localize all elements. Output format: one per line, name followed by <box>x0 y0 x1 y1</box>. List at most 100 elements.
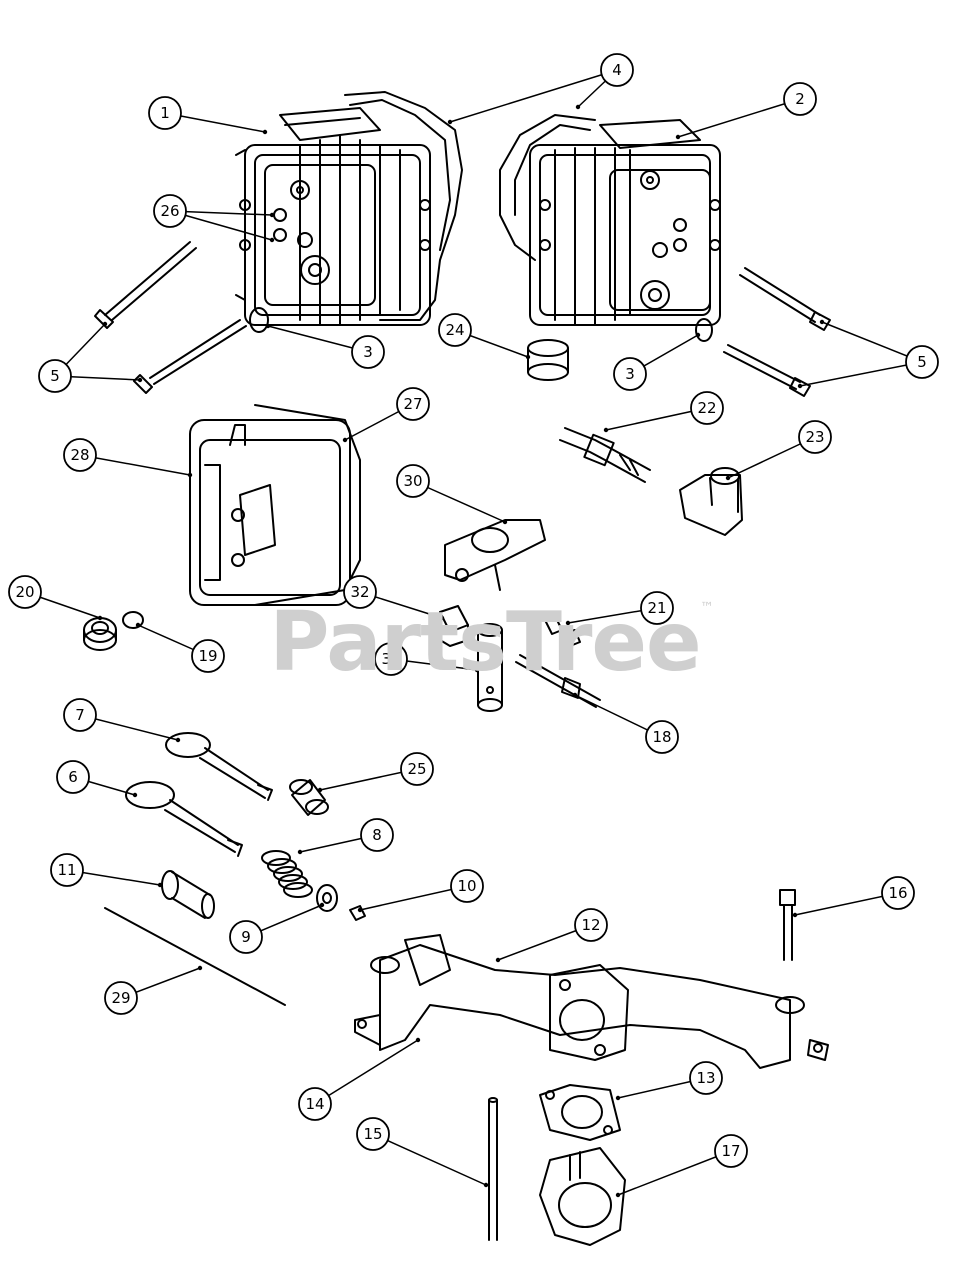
callout-15: 15 <box>356 1117 390 1151</box>
leader-dot <box>297 849 303 855</box>
part-16-bolt <box>779 889 796 961</box>
callout-6: 6 <box>56 760 90 794</box>
callout-circle <box>104 981 138 1015</box>
leader-line <box>799 361 923 387</box>
callout-label: 3 <box>625 365 635 383</box>
part-8-valve-spring <box>261 850 313 898</box>
callout-label: 6 <box>68 768 78 786</box>
callout-5: 5 <box>905 345 939 379</box>
callout-circle <box>356 1117 390 1151</box>
part-17-adapter <box>539 1147 626 1246</box>
callout-26: 26 <box>153 194 187 228</box>
leader-dot <box>572 692 578 698</box>
callout-label: 10 <box>457 877 476 895</box>
callout-label: 19 <box>198 647 217 665</box>
callout-label: 17 <box>721 1142 740 1160</box>
callout-31: 31 <box>374 642 408 676</box>
callout-circle <box>360 818 394 852</box>
callout-circle <box>396 387 430 421</box>
leader-dot <box>342 437 348 443</box>
callout-label: 24 <box>445 321 464 339</box>
callout-circle <box>645 720 679 754</box>
callout-4: 4 <box>600 53 634 87</box>
leader-line <box>449 69 618 123</box>
part-21-nut-screw <box>544 615 581 647</box>
leader-dot <box>175 737 181 743</box>
callout-label: 18 <box>652 728 671 746</box>
callout-14: 14 <box>298 1087 332 1121</box>
leader-dot <box>269 237 275 243</box>
callout-13: 13 <box>689 1061 723 1095</box>
callout-circle <box>374 642 408 676</box>
leader-dot <box>615 1192 621 1198</box>
callout-1: 1 <box>148 96 182 130</box>
callout-label: 2 <box>795 90 805 108</box>
callout-7: 7 <box>63 698 97 732</box>
part-12-intake-manifold <box>354 934 829 1069</box>
callout-circle <box>50 853 84 887</box>
callout-circle <box>783 82 817 116</box>
callout-17: 17 <box>714 1134 748 1168</box>
callout-label: 23 <box>805 428 824 446</box>
callout-circle <box>574 908 608 942</box>
callout-circle <box>905 345 939 379</box>
callout-label: 4 <box>612 61 622 79</box>
callout-10: 10 <box>450 869 484 903</box>
callout-label: 7 <box>75 706 85 724</box>
leader-dot <box>675 134 681 140</box>
callout-circle <box>63 438 97 472</box>
callout-circle <box>351 335 385 369</box>
part-19-washer <box>122 611 144 629</box>
callout-circle <box>881 876 915 910</box>
callout-3: 3 <box>613 357 647 391</box>
part-3-washer-right <box>695 318 713 342</box>
callout-label: 9 <box>241 928 251 946</box>
leader-dot <box>525 354 531 360</box>
part-11-tappet <box>161 870 215 919</box>
part-20-nut <box>83 617 117 651</box>
part-23-spark-plug-boot <box>679 467 743 536</box>
part-2-cylinder-head-right <box>499 114 721 326</box>
leader-dot <box>157 882 163 888</box>
callout-circle <box>343 575 377 609</box>
callout-label: 15 <box>363 1125 382 1143</box>
callout-label: 25 <box>407 760 426 778</box>
callout-label: 13 <box>696 1069 715 1087</box>
part-32-retainer <box>439 605 469 647</box>
callout-circle <box>396 464 430 498</box>
callout-label: 12 <box>581 916 600 934</box>
callout-circle <box>298 1087 332 1121</box>
callout-label: 27 <box>403 395 422 413</box>
callout-label: 5 <box>50 367 60 385</box>
callout-circle <box>191 639 225 673</box>
callout-circle <box>798 420 832 454</box>
trademark-symbol: ™ <box>700 600 714 616</box>
callout-circle <box>56 760 90 794</box>
leader-line <box>267 325 369 353</box>
leader-dot <box>262 129 268 135</box>
callout-2: 2 <box>783 82 817 116</box>
callout-label: 20 <box>15 583 34 601</box>
part-30-rocker-arm <box>444 519 546 591</box>
leader-line <box>314 1039 419 1105</box>
callout-label: 29 <box>111 989 130 1007</box>
callout-circle <box>613 357 647 391</box>
part-22-spark-plug <box>559 427 651 483</box>
callout-11: 11 <box>50 853 84 887</box>
leader-dot <box>187 472 193 478</box>
part-13-gasket <box>539 1084 621 1141</box>
callout-32: 32 <box>343 575 377 609</box>
callout-27: 27 <box>396 387 430 421</box>
callout-circle <box>450 869 484 903</box>
callout-label: 28 <box>70 446 89 464</box>
callout-24: 24 <box>438 313 472 347</box>
leader-line <box>164 112 266 133</box>
part-10-keeper <box>349 905 366 921</box>
callout-label: 26 <box>160 202 179 220</box>
leader-dot <box>495 957 501 963</box>
leader-line <box>794 892 899 916</box>
leader-line <box>677 98 801 138</box>
callout-circle <box>63 698 97 732</box>
leader-dot <box>439 615 445 621</box>
leader-dot <box>135 622 141 628</box>
